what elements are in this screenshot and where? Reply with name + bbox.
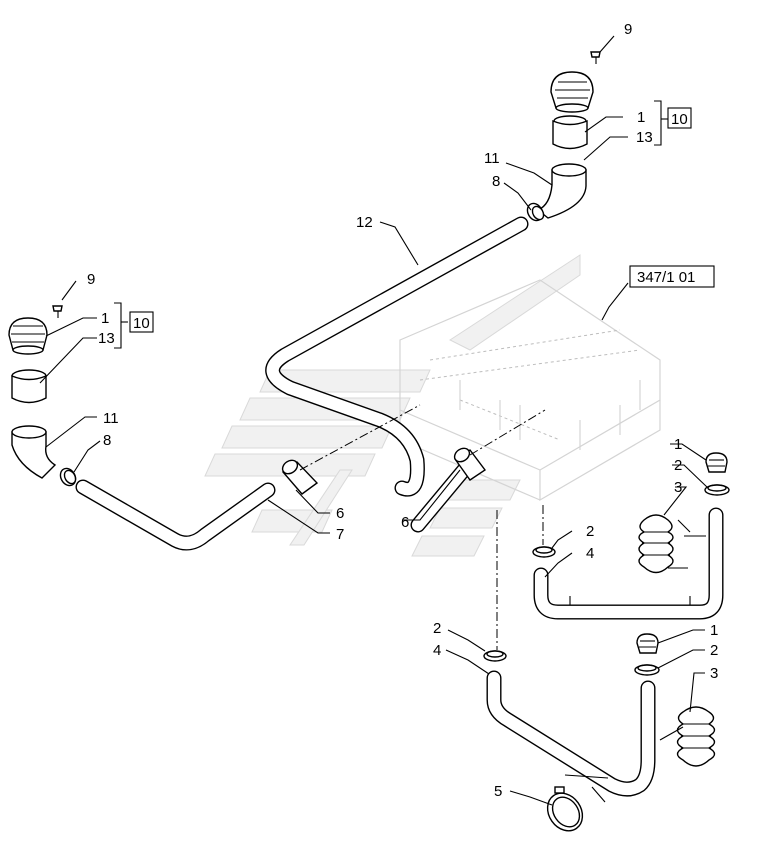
- hose-clamp-5: [546, 786, 584, 832]
- callout-1-left: 1: [101, 310, 109, 327]
- callout-3-upper: 3: [674, 479, 682, 496]
- callout-4-mid: 4: [586, 545, 594, 562]
- callout-10-left-box: 10: [129, 311, 154, 333]
- callout-3-lower: 3: [710, 665, 718, 682]
- callout-10-top: 10: [671, 111, 688, 128]
- watermark-logo: [204, 254, 581, 557]
- coupling-6-left: [281, 459, 319, 495]
- callout-5: 5: [494, 783, 502, 800]
- pipe-4-lower: [486, 670, 656, 797]
- reference-box: 347/1 01: [629, 265, 715, 288]
- callout-2-right-upper: 2: [674, 457, 682, 474]
- bracket-10-left: [114, 302, 128, 349]
- pipe-tick-marks: [564, 519, 706, 803]
- u-pipe-4-upper: [533, 507, 724, 620]
- cap-1-right-lower: [636, 633, 659, 654]
- clamp-8-left: [59, 467, 77, 487]
- assembly-centerlines: [299, 404, 546, 650]
- callout-13-top: 13: [636, 129, 653, 146]
- reference-label: 347/1 01: [637, 269, 695, 286]
- clamp-8-top: [526, 202, 545, 222]
- clamp-2-low: [483, 650, 507, 662]
- callout-8-top: 8: [492, 173, 500, 190]
- pipe-mid-coupling: [410, 457, 476, 533]
- leader-lines: [39, 35, 709, 806]
- bellows-3-upper: [638, 514, 674, 574]
- callout-2-right-lower: 2: [710, 642, 718, 659]
- screw-9-top: [590, 51, 601, 64]
- screw-9-left: [52, 305, 63, 318]
- callout-9-top: 9: [624, 21, 632, 38]
- vent-housing-top: [552, 115, 588, 150]
- callout-labels: 9 1 13 11 8 12 9 1 13 11 8 6 7 6 1 2 3 2…: [87, 21, 718, 800]
- cap-1-right-upper: [705, 452, 728, 473]
- callout-9-left: 9: [87, 271, 95, 288]
- callout-2-mid: 2: [586, 523, 594, 540]
- callout-11-left: 11: [103, 410, 119, 427]
- callout-11-top: 11: [484, 150, 500, 167]
- elbow-11-top: [536, 163, 587, 219]
- callout-8-left: 8: [103, 432, 111, 449]
- callout-1-top: 1: [637, 109, 645, 126]
- elbow-11-left: [11, 425, 57, 479]
- bracket-10-top: [654, 100, 668, 146]
- callout-4-low: 4: [433, 642, 441, 659]
- clamp-2-right-upper: [704, 484, 730, 496]
- callout-7: 7: [336, 526, 344, 543]
- callout-13-left: 13: [98, 330, 115, 347]
- callout-2-low: 2: [433, 620, 441, 637]
- ghost-panel-347-1-01: [399, 279, 661, 502]
- callout-6-left: 6: [336, 505, 344, 522]
- callout-10-top-box: 10: [667, 107, 692, 129]
- callout-1-right-lower: 1: [710, 622, 718, 639]
- clamp-2-right-lower: [634, 664, 660, 676]
- vent-housing-left: [11, 369, 47, 404]
- vent-grille-left: [8, 317, 48, 355]
- callout-1-right-upper: 1: [674, 436, 682, 453]
- duct-12: [265, 216, 529, 497]
- callout-6-mid: 6: [401, 514, 409, 531]
- callout-10-left: 10: [133, 315, 150, 332]
- bellows-3-lower: [676, 706, 716, 767]
- callout-12: 12: [356, 214, 373, 231]
- vent-grille-top: [550, 71, 594, 113]
- clamp-2-mid: [532, 546, 556, 558]
- coupling-6-mid: [453, 447, 487, 481]
- left-air-pipe: [75, 479, 276, 551]
